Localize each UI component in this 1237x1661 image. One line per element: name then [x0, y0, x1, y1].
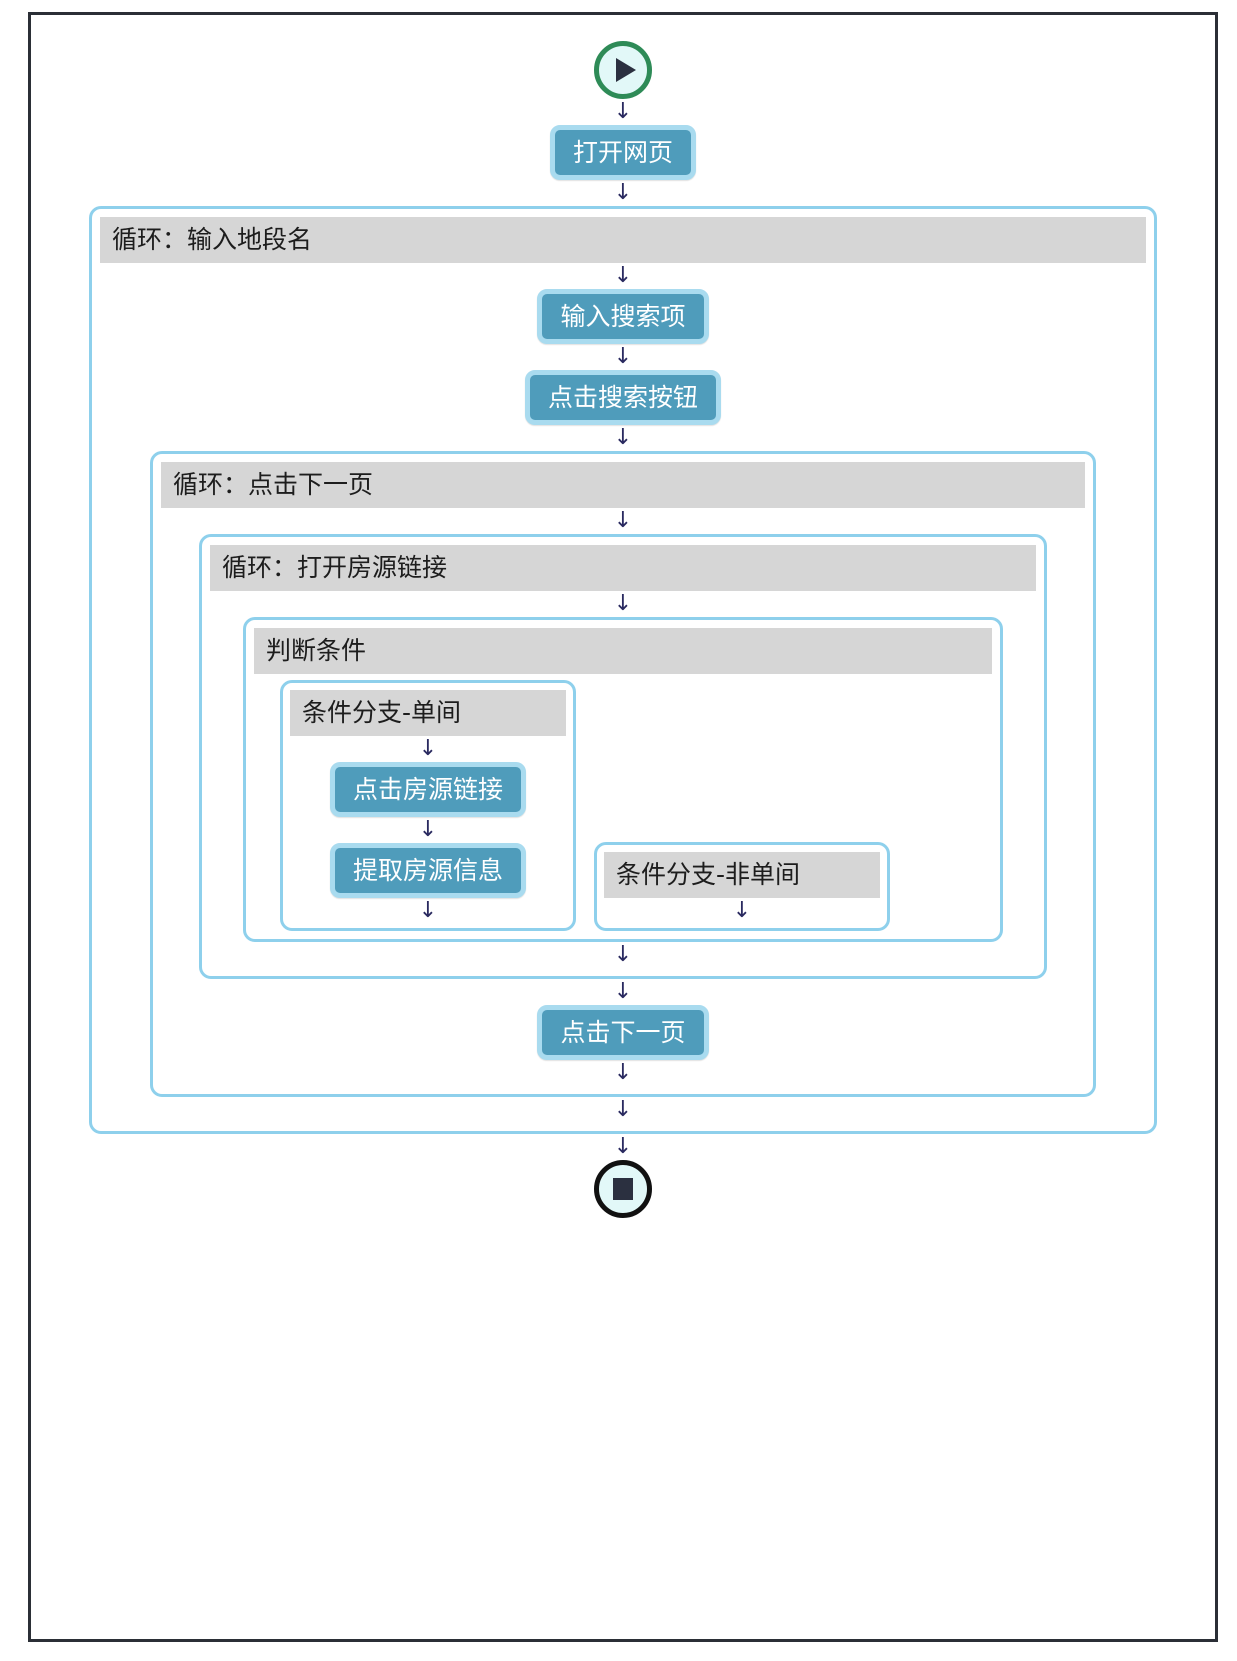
branch-block-single-room[interactable]: 条件分支-单间 ↓ 点击房源链接 ↓ 提取房源信息 ↓	[280, 680, 576, 931]
branch-header-non-single-room: 条件分支-非单间	[604, 852, 880, 898]
connector-arrow: ↓	[613, 591, 633, 616]
node-open-page[interactable]: 打开网页	[549, 125, 696, 180]
connector-arrow: ↓	[418, 817, 438, 842]
branch-header-single-room: 条件分支-单间	[290, 690, 566, 736]
loop-header-input-district: 循环：输入地段名	[100, 217, 1146, 263]
connector-arrow: ↓	[418, 898, 438, 923]
condition-header: 判断条件	[254, 628, 992, 674]
node-extract-info[interactable]: 提取房源信息	[329, 843, 526, 898]
flowchart-canvas: ↓ 打开网页 ↓ 循环：输入地段名 ↓ 输入搜索项 ↓ 点击搜索按钮 ↓ 循环：…	[28, 12, 1218, 1642]
node-input-search[interactable]: 输入搜索项	[537, 289, 709, 344]
connector-arrow: ↓	[613, 1060, 633, 1085]
connector-arrow: ↓	[418, 736, 438, 761]
connector-arrow: ↓	[613, 942, 633, 967]
start-node[interactable]	[594, 41, 652, 99]
end-node[interactable]	[594, 1160, 652, 1218]
loop-header-open-link: 循环：打开房源链接	[210, 545, 1036, 591]
branch-body-non-single-room: ↓	[597, 898, 887, 928]
loop-body-next-page: ↓ 循环：打开房源链接 ↓ 判断条件	[153, 508, 1093, 1094]
loop-body-open-link: ↓ 判断条件 条件分支-单间	[202, 591, 1044, 976]
connector-arrow: ↓	[613, 425, 633, 450]
branch-body-single-room: ↓ 点击房源链接 ↓ 提取房源信息 ↓	[283, 736, 573, 928]
node-click-search[interactable]: 点击搜索按钮	[524, 370, 721, 425]
loop-header-next-page: 循环：点击下一页	[161, 462, 1085, 508]
loop-block-input-district[interactable]: 循环：输入地段名 ↓ 输入搜索项 ↓ 点击搜索按钮 ↓ 循环：点击下一页 ↓ 循…	[89, 206, 1157, 1134]
connector-arrow: ↓	[732, 898, 752, 923]
play-icon	[616, 58, 636, 82]
loop-block-open-link[interactable]: 循环：打开房源链接 ↓ 判断条件 条件分支-单间	[199, 534, 1047, 979]
connector-arrow: ↓	[613, 1097, 633, 1122]
connector-arrow: ↓	[613, 344, 633, 369]
node-click-listing[interactable]: 点击房源链接	[329, 762, 526, 817]
node-click-next-page[interactable]: 点击下一页	[537, 1005, 709, 1060]
loop-body-input-district: ↓ 输入搜索项 ↓ 点击搜索按钮 ↓ 循环：点击下一页 ↓ 循环：打开房源链接	[92, 263, 1154, 1131]
branch-block-non-single-room[interactable]: 条件分支-非单间 ↓	[594, 842, 890, 931]
condition-block[interactable]: 判断条件 条件分支-单间 ↓ 点击房源链接	[243, 617, 1003, 942]
connector-arrow: ↓	[613, 99, 633, 124]
loop-block-next-page[interactable]: 循环：点击下一页 ↓ 循环：打开房源链接 ↓ 判断条件	[150, 451, 1096, 1097]
root-flow: ↓ 打开网页 ↓ 循环：输入地段名 ↓ 输入搜索项 ↓ 点击搜索按钮 ↓ 循环：…	[31, 15, 1215, 1218]
connector-arrow: ↓	[613, 979, 633, 1004]
connector-arrow: ↓	[613, 263, 633, 288]
connector-arrow: ↓	[613, 508, 633, 533]
stop-icon	[613, 1178, 633, 1200]
connector-arrow: ↓	[613, 180, 633, 205]
connector-arrow: ↓	[613, 1134, 633, 1159]
branch-row: 条件分支-单间 ↓ 点击房源链接 ↓ 提取房源信息 ↓	[246, 674, 1000, 939]
